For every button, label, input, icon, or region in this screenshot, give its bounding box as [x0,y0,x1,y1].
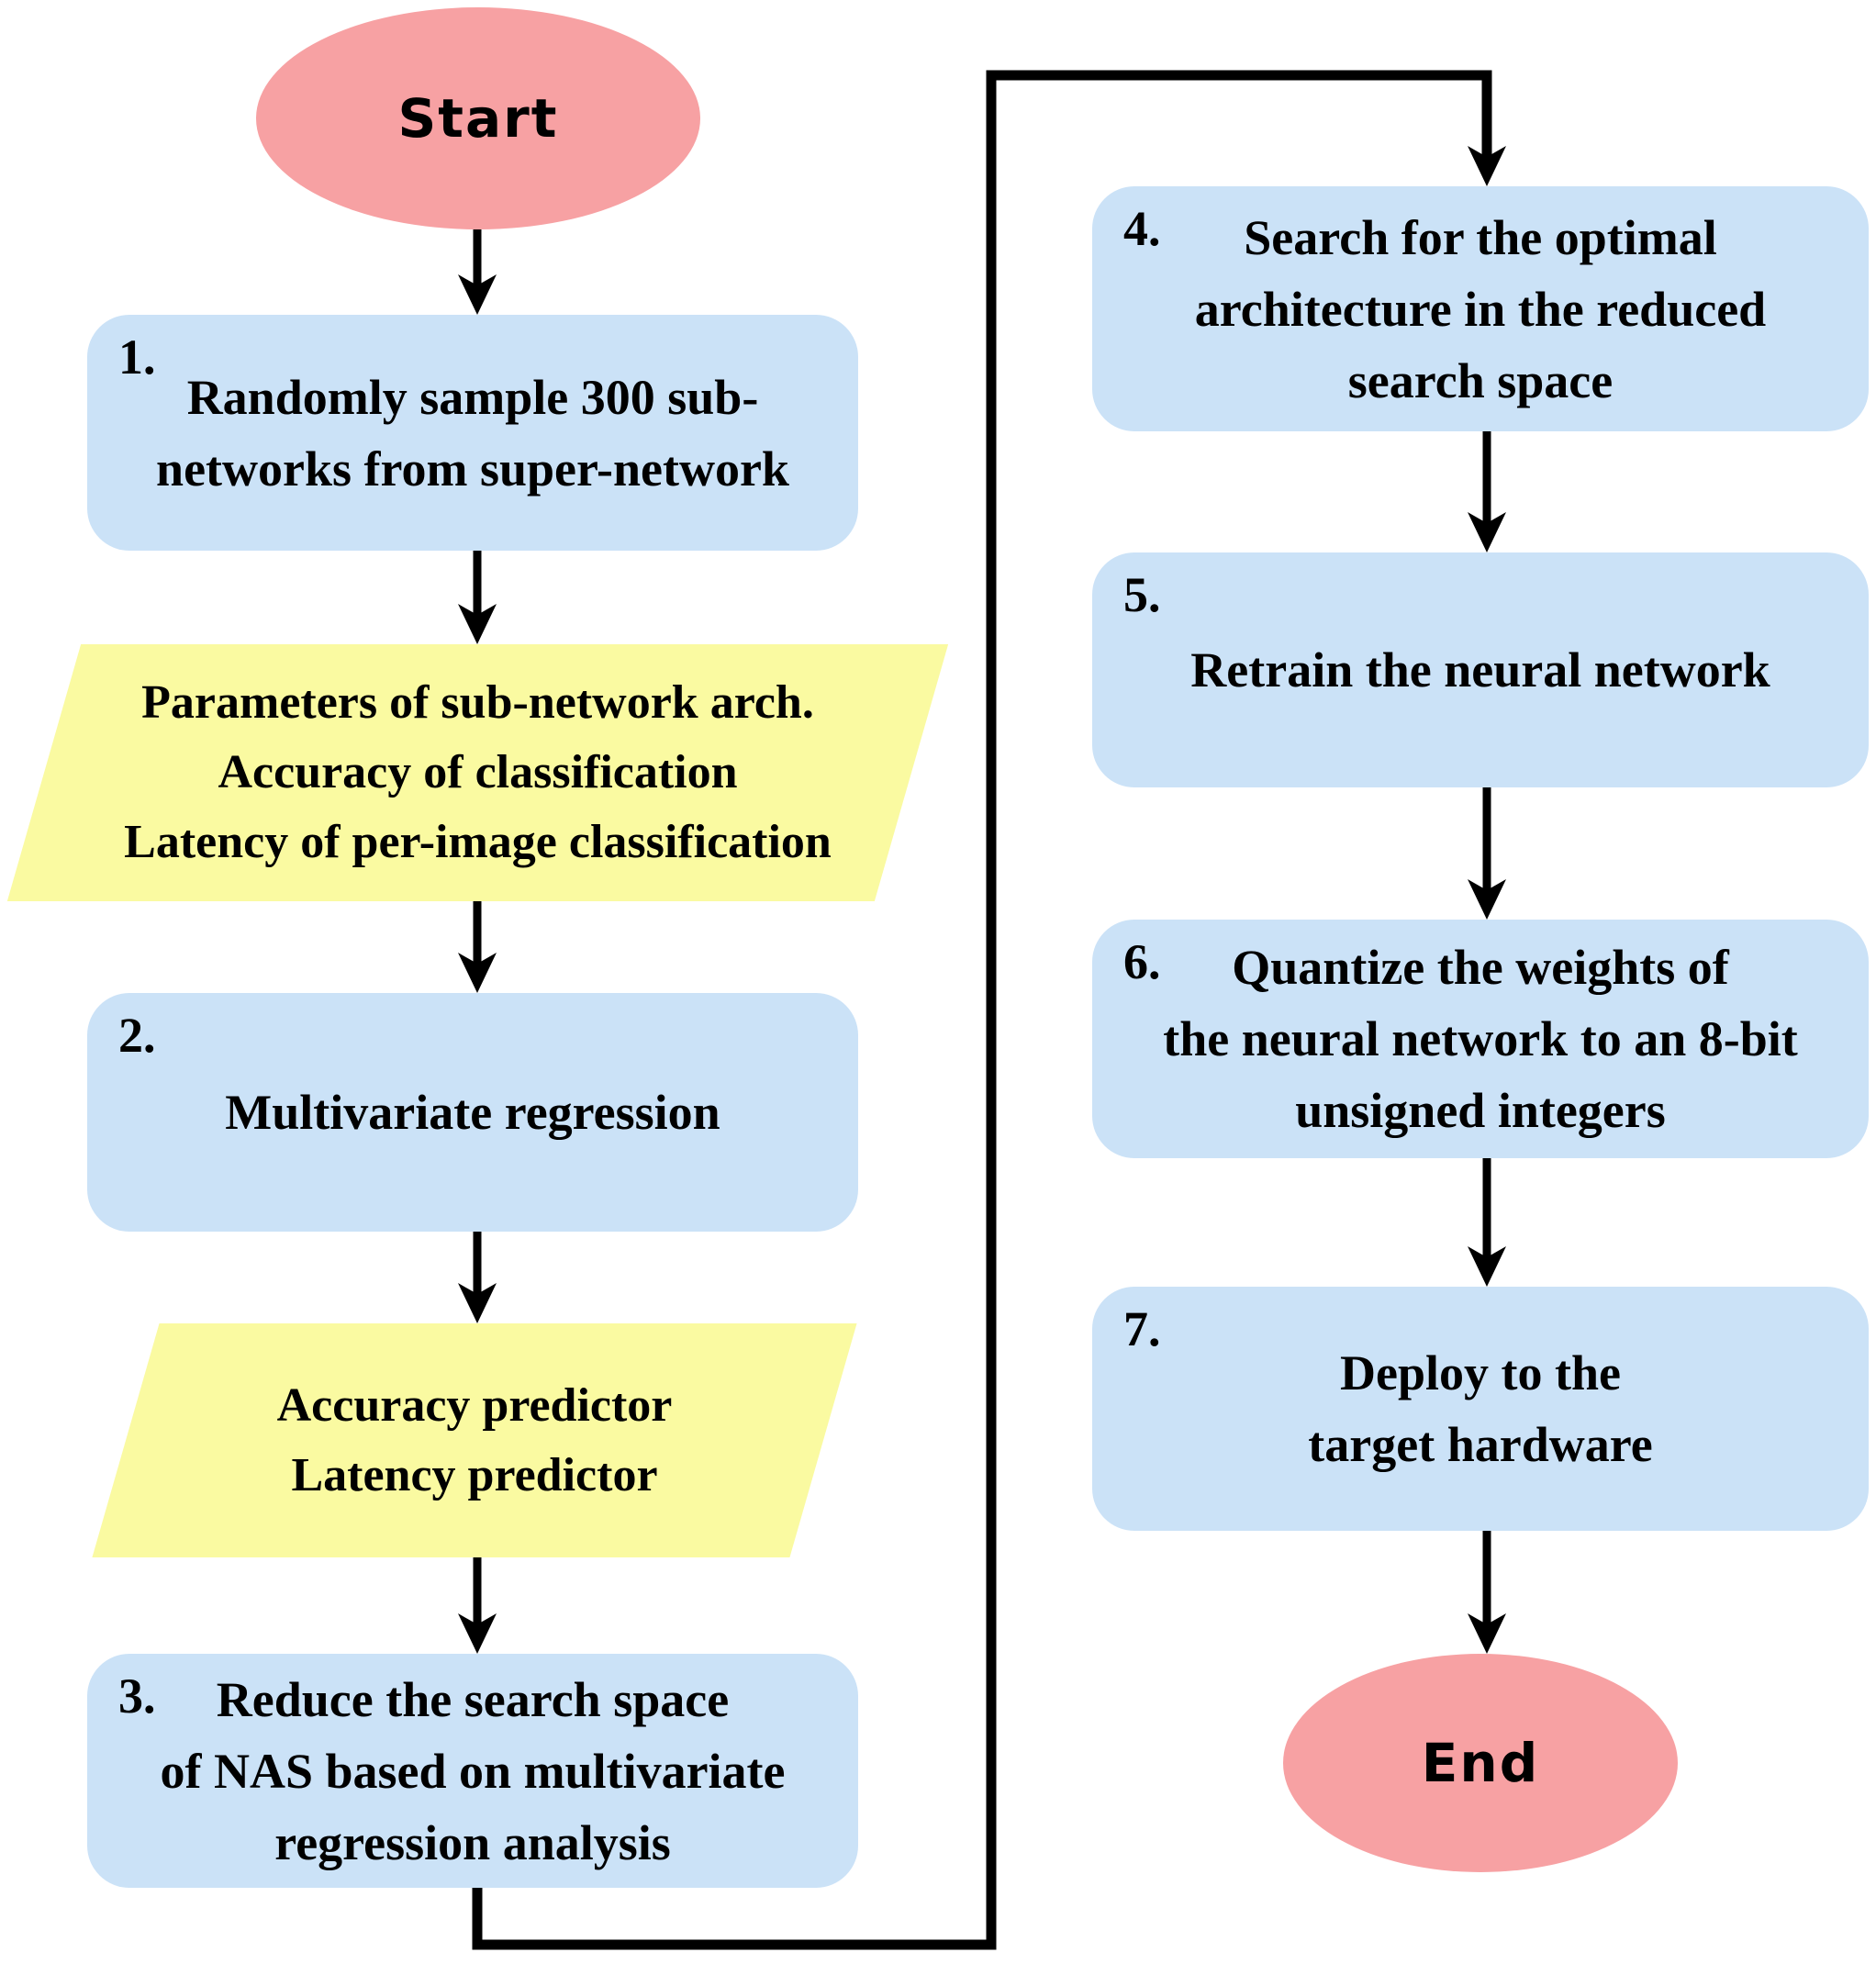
data1-text: Parameters of sub-network arch. Accuracy… [44,644,911,901]
step7-number: 7. [1123,1301,1161,1356]
data-node-predictors: Accuracy predictor Latency predictor [92,1323,857,1557]
process-step6: 6. Quantize the weights of the neural ne… [1092,920,1869,1158]
step4-line3: search space [1347,352,1614,408]
data-node-measurements: Parameters of sub-network arch. Accuracy… [6,644,949,901]
step6-text: Quantize the weights of the neural netwo… [1163,932,1797,1146]
arrowheads [458,146,1506,1654]
step1-number: 1. [118,329,156,385]
step3-line3: regression analysis [274,1814,671,1870]
step4-number: 4. [1123,201,1161,256]
step7-line2: target hardware [1308,1417,1653,1472]
data1-line2: Accuracy of classification [218,746,738,798]
data2-line2: Latency predictor [291,1448,658,1501]
step6-number: 6. [1123,934,1161,989]
step4-line1: Search for the optimal [1244,209,1717,265]
process-step2: 2. Multivariate regression [87,993,858,1232]
step3-text: Reduce the search space of NAS based on … [160,1664,785,1879]
step5-text: Retrain the neural network [1190,634,1770,706]
step3-line1: Reduce the search space [216,1671,730,1727]
step6-line3: unsigned integers [1295,1083,1666,1138]
step1-text: Randomly sample 300 sub- networks from s… [156,362,789,505]
data2-line1: Accuracy predictor [276,1378,673,1432]
process-step3: 3. Reduce the search space of NAS based … [87,1654,858,1888]
start-terminator: Start [256,7,700,229]
step6-line2: the neural network to an 8-bit [1163,1011,1798,1066]
step1-line1: Randomly sample 300 sub- [186,369,759,425]
step5-number: 5. [1123,567,1161,622]
data1-line3: Latency of per-image classification [124,816,832,868]
start-label: Start [397,87,559,150]
step3-number: 3. [118,1668,156,1724]
end-label: End [1421,1732,1540,1794]
step6-line1: Quantize the weights of [1232,940,1729,995]
process-step7: 7. Deploy to the target hardware [1092,1287,1869,1531]
step2-number: 2. [118,1008,156,1063]
step3-line2: of NAS based on multivariate [160,1743,786,1799]
process-step4: 4. Search for the optimal architecture i… [1092,186,1869,431]
step7-text: Deploy to the target hardware [1308,1337,1652,1480]
step4-line2: architecture in the reduced [1194,281,1767,337]
data2-text: Accuracy predictor Latency predictor [126,1323,823,1557]
step4-text: Search for the optimal architecture in t… [1195,202,1766,417]
step5-line1: Retrain the neural network [1190,642,1770,697]
end-terminator: End [1283,1654,1678,1872]
step2-text: Multivariate regression [225,1077,720,1148]
step7-line1: Deploy to the [1340,1345,1621,1400]
step2-line1: Multivariate regression [225,1085,720,1140]
connector-step3-to-step4 [472,70,1492,1950]
process-step1: 1. Randomly sample 300 sub- networks fro… [87,315,858,551]
step1-line2: networks from super-network [156,441,789,496]
process-step5: 5. Retrain the neural network [1092,552,1869,787]
data1-line1: Parameters of sub-network arch. [141,676,814,729]
